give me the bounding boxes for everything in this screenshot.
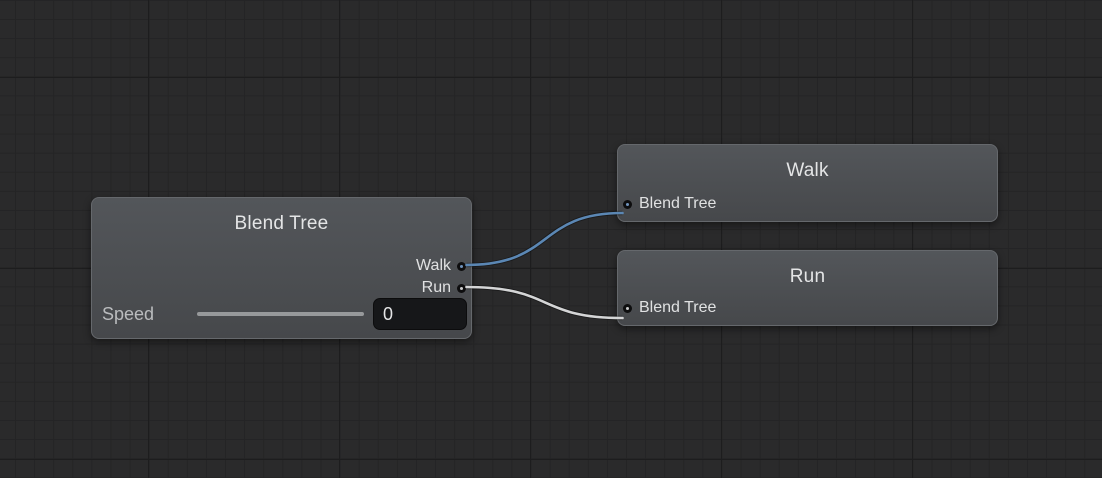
speed-value-field[interactable]: 0 bbox=[373, 298, 467, 330]
node-walk[interactable]: Walk Blend Tree bbox=[617, 144, 998, 222]
node-title-run: Run bbox=[789, 266, 826, 287]
port-dot bbox=[460, 264, 463, 268]
node-title-blend-tree: Blend Tree bbox=[234, 213, 329, 234]
run-input-label: Blend Tree bbox=[639, 299, 717, 316]
blend-tree-outputs: Walk Run bbox=[416, 255, 466, 299]
port-dot bbox=[626, 202, 629, 206]
output-row-walk[interactable]: Walk bbox=[416, 255, 466, 277]
output-label-walk: Walk bbox=[416, 257, 451, 274]
walk-input-label: Blend Tree bbox=[639, 195, 717, 212]
port-dot bbox=[626, 306, 629, 310]
speed-slider[interactable] bbox=[197, 312, 364, 316]
node-blend-tree[interactable]: Blend Tree Walk Run Speed 0 bbox=[91, 197, 472, 339]
run-output-port-icon[interactable] bbox=[457, 283, 466, 293]
run-edge[interactable] bbox=[465, 285, 624, 320]
node-title-walk: Walk bbox=[786, 160, 829, 181]
walk-edge[interactable] bbox=[465, 211, 624, 267]
output-label-run: Run bbox=[421, 279, 451, 296]
walk-output-port-icon[interactable] bbox=[457, 261, 466, 271]
walk-input-row[interactable]: Blend Tree bbox=[623, 193, 716, 215]
node-run[interactable]: Run Blend Tree bbox=[617, 250, 998, 326]
port-dot bbox=[460, 286, 463, 290]
output-row-run[interactable]: Run bbox=[416, 277, 466, 299]
speed-parameter-row: Speed 0 bbox=[102, 297, 467, 331]
speed-label: Speed bbox=[102, 303, 155, 324]
run-input-port-icon[interactable] bbox=[623, 303, 632, 313]
walk-input-port-icon[interactable] bbox=[623, 199, 632, 209]
run-input-row[interactable]: Blend Tree bbox=[623, 297, 716, 319]
